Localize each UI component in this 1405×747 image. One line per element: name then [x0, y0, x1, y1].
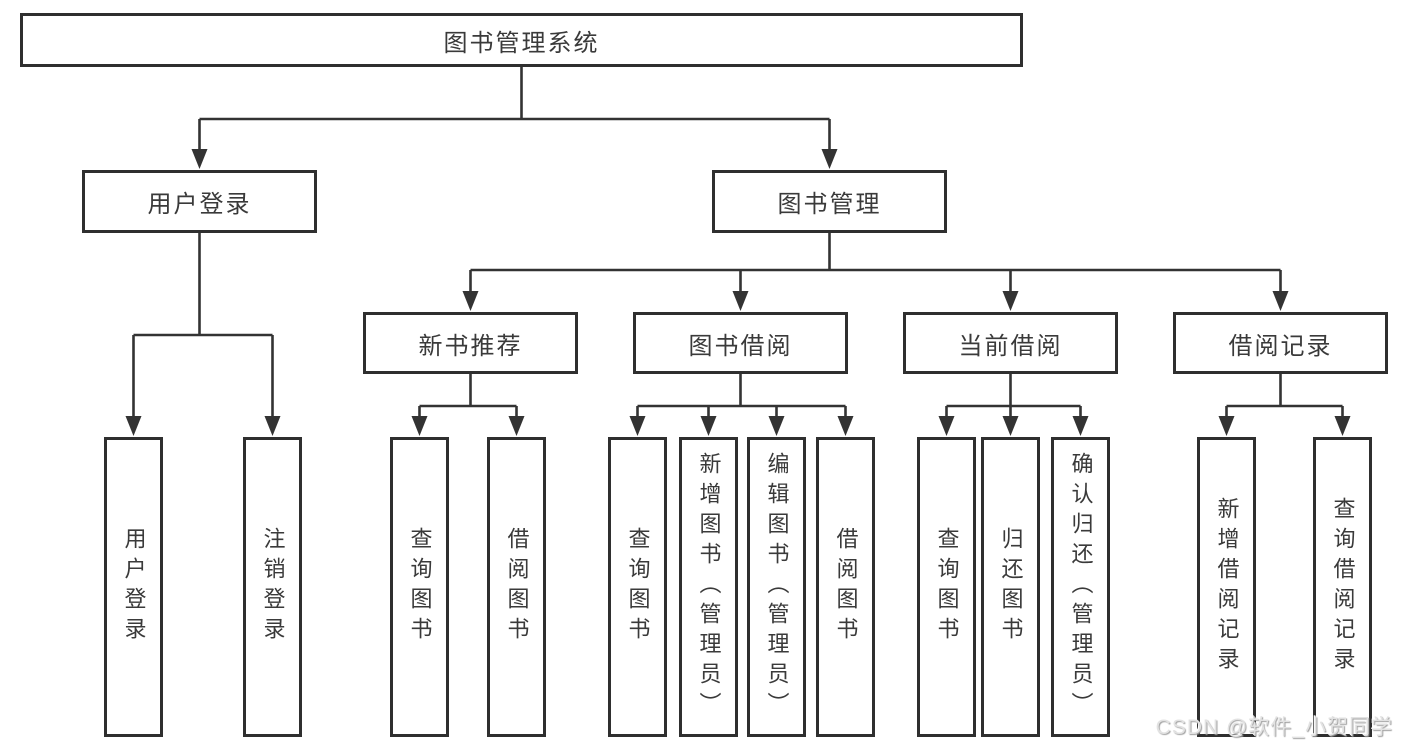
node-current-borrow: 当前借阅 [903, 312, 1118, 374]
leaf-user-login: 用户登录 [104, 437, 163, 737]
arrowhead-icons [125, 149, 1351, 436]
leaf-logout-label: 注销登录 [260, 527, 286, 647]
leaf-add-borrow-record: 新增借阅记录 [1197, 437, 1256, 737]
leaf-logout: 注销登录 [243, 437, 302, 737]
leaf-query-borrow-record-label: 查询借阅记录 [1330, 497, 1356, 677]
leaf-borrow-books-recommend-label: 借阅图书 [504, 527, 530, 647]
leaf-confirm-return-admin-label: 确认归还（管理员） [1068, 452, 1094, 722]
leaf-query-books-borrow: 查询图书 [608, 437, 667, 737]
leaf-add-book-admin: 新增图书（管理员） [679, 437, 738, 737]
leaf-query-books-current: 查询图书 [917, 437, 976, 737]
leaf-borrow-books: 借阅图书 [816, 437, 875, 737]
node-borrow-records-label: 借阅记录 [1228, 332, 1333, 360]
leaf-edit-book-admin: 编辑图书（管理员） [747, 437, 806, 737]
leaf-query-books-borrow-label: 查询图书 [625, 527, 651, 647]
node-new-book-recommend-label: 新书推荐 [418, 332, 523, 360]
node-book-management-label: 图书管理 [777, 191, 882, 218]
leaf-query-books-recommend: 查询图书 [390, 437, 449, 737]
node-new-book-recommend: 新书推荐 [363, 312, 578, 374]
leaf-borrow-books-label: 借阅图书 [833, 527, 859, 647]
watermark-csdn: CSDN @软件_小贺同学 [1155, 716, 1393, 739]
leaf-borrow-books-recommend: 借阅图书 [487, 437, 546, 737]
node-book-borrow-label: 图书借阅 [688, 332, 793, 360]
node-borrow-records: 借阅记录 [1173, 312, 1388, 374]
leaf-query-books-recommend-label: 查询图书 [407, 527, 433, 647]
leaf-return-books: 归还图书 [981, 437, 1040, 737]
node-book-borrow: 图书借阅 [633, 312, 848, 374]
leaf-add-borrow-record-label: 新增借阅记录 [1214, 497, 1240, 677]
leaf-add-book-admin-label: 新增图书（管理员） [696, 452, 722, 722]
node-user-login: 用户登录 [82, 170, 317, 233]
leaf-query-borrow-record: 查询借阅记录 [1313, 437, 1372, 737]
node-book-management: 图书管理 [712, 170, 947, 233]
leaf-edit-book-admin-label: 编辑图书（管理员） [764, 452, 790, 722]
leaf-return-books-label: 归还图书 [998, 527, 1024, 647]
node-user-login-label: 用户登录 [147, 191, 252, 218]
leaf-confirm-return-admin: 确认归还（管理员） [1051, 437, 1110, 737]
leaf-query-books-current-label: 查询图书 [934, 527, 960, 647]
node-root: 图书管理系统 [20, 13, 1023, 67]
leaf-user-login-label: 用户登录 [121, 527, 147, 647]
node-root-label: 图书管理系统 [443, 29, 600, 57]
node-current-borrow-label: 当前借阅 [958, 332, 1063, 360]
